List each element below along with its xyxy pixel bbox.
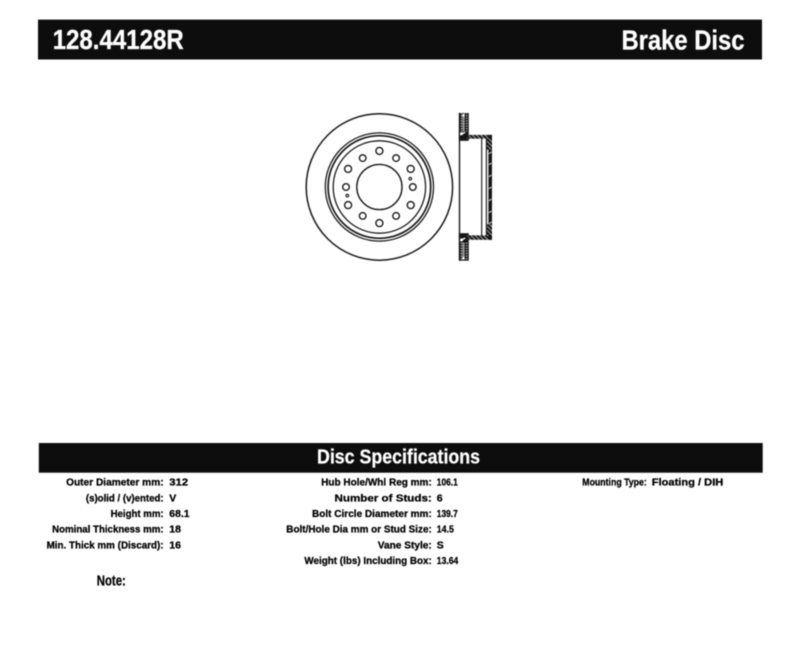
svg-text:V: V [169, 492, 176, 504]
svg-text:14.5: 14.5 [437, 524, 454, 536]
svg-text:Bolt Circle Diameter mm:: Bolt Circle Diameter mm: [312, 508, 432, 520]
svg-text:Floating / DIH: Floating / DIH [652, 477, 724, 489]
svg-text:Number of Studs:: Number of Studs: [335, 492, 432, 504]
svg-text:16: 16 [169, 539, 181, 551]
svg-text:Nominal Thickness mm:: Nominal Thickness mm: [52, 524, 164, 536]
svg-text:Brake Disc: Brake Disc [622, 25, 745, 56]
svg-text:S: S [437, 539, 444, 551]
svg-text:68.1: 68.1 [169, 508, 189, 520]
svg-text:106.1: 106.1 [437, 477, 458, 489]
svg-text:139.7: 139.7 [437, 508, 458, 520]
svg-text:Hub Hole/Whl Reg mm:: Hub Hole/Whl Reg mm: [321, 477, 432, 489]
svg-text:13.64: 13.64 [437, 555, 459, 567]
svg-text:Note:: Note: [97, 573, 126, 589]
svg-text:Bolt/Hole Dia mm or Stud Size:: Bolt/Hole Dia mm or Stud Size: [286, 524, 432, 536]
svg-text:Height mm:: Height mm: [111, 508, 164, 520]
svg-text:Outer Diameter mm:: Outer Diameter mm: [66, 477, 164, 489]
svg-text:Vane Style:: Vane Style: [378, 539, 432, 551]
svg-text:Mounting Type:: Mounting Type: [582, 477, 647, 489]
svg-text:312: 312 [169, 477, 188, 489]
svg-text:128.44128R: 128.44128R [53, 24, 184, 55]
svg-text:18: 18 [169, 524, 181, 536]
svg-text:(s)olid / (v)ented:: (s)olid / (v)ented: [86, 492, 164, 504]
svg-text:6: 6 [437, 492, 443, 504]
svg-text:Weight (lbs) Including Box:: Weight (lbs) Including Box: [304, 555, 431, 567]
svg-text:Disc Specifications: Disc Specifications [317, 447, 480, 469]
svg-text:Min. Thick mm (Discard):: Min. Thick mm (Discard): [47, 539, 164, 551]
